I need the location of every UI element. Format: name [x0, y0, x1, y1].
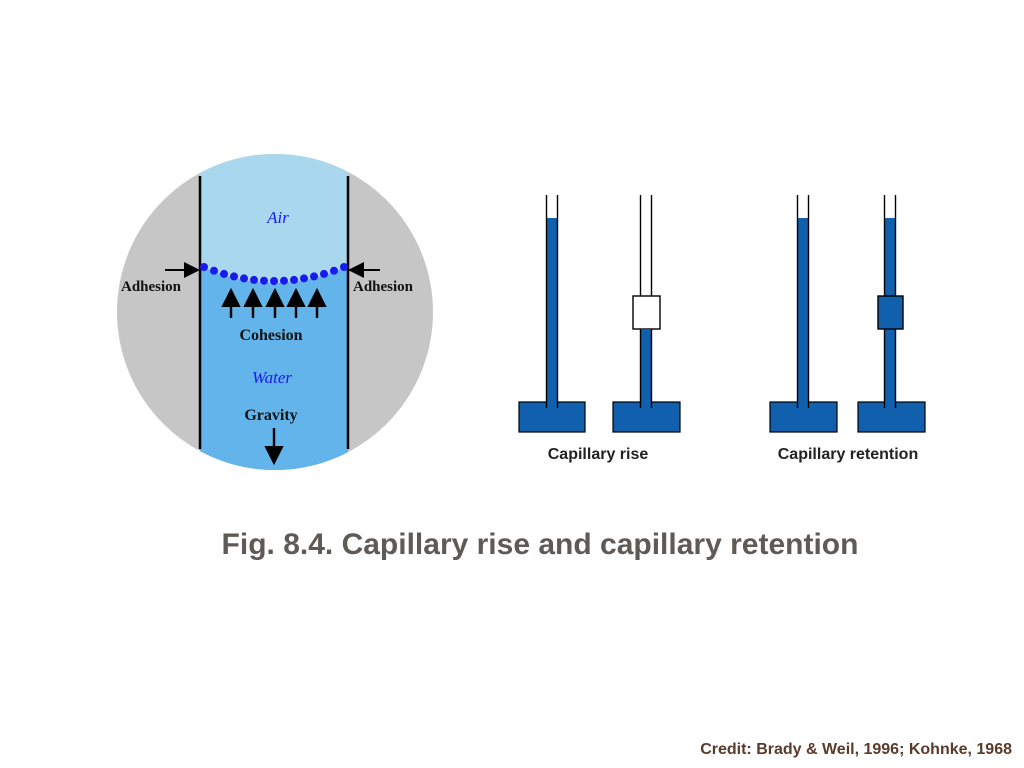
water-molecule-dot — [240, 274, 248, 283]
water-molecule-dot — [310, 272, 318, 281]
water-molecule-dot — [200, 263, 208, 271]
tube-retention-simple — [769, 195, 838, 433]
water-molecule-dot — [270, 277, 278, 285]
meniscus-dots — [200, 263, 348, 285]
water-column — [798, 218, 809, 412]
air-label: Air — [266, 208, 289, 227]
adhesion-label-left: Adhesion — [121, 279, 182, 295]
wide-pore — [632, 295, 661, 330]
tube-rise-widened — [612, 195, 681, 433]
capillary-tubes — [518, 195, 926, 433]
water-molecule-dot — [280, 276, 288, 285]
adhesion-label-right: Adhesion — [353, 279, 414, 295]
tube-rise-simple — [518, 195, 586, 433]
water-molecule-dot — [330, 266, 338, 275]
pore-magnification: Air Water Adhesion Adhesion Cohesion Gra… — [117, 154, 433, 470]
capillary-rise-label: Capillary rise — [548, 446, 649, 463]
water-column — [547, 218, 557, 412]
water-molecule-dot — [220, 269, 228, 278]
figure-caption: Fig. 8.4. Capillary rise and capillary r… — [221, 528, 859, 561]
tube-retention-widened — [857, 195, 926, 433]
water-molecule-dot — [340, 263, 348, 271]
water-molecule-dot — [250, 275, 258, 284]
water-molecule-dot — [210, 266, 218, 275]
water-molecule-dot — [260, 276, 268, 285]
water-molecule-dot — [230, 272, 238, 281]
water-label: Water — [252, 368, 292, 387]
credit-line: Credit: Brady & Weil, 1996; Kohnke, 1968 — [700, 741, 1012, 758]
capillary-retention-label: Capillary retention — [778, 446, 918, 463]
water-molecule-dot — [320, 269, 328, 278]
water-molecule-dot — [300, 274, 308, 283]
water-region — [200, 266, 348, 470]
water-molecule-dot — [290, 275, 298, 284]
cohesion-arrows — [221, 287, 327, 318]
cohesion-label: Cohesion — [239, 327, 302, 344]
wide-pore-filled — [877, 295, 904, 330]
gravity-label: Gravity — [244, 407, 297, 424]
water-column — [641, 330, 652, 410]
reservoir — [612, 401, 681, 433]
